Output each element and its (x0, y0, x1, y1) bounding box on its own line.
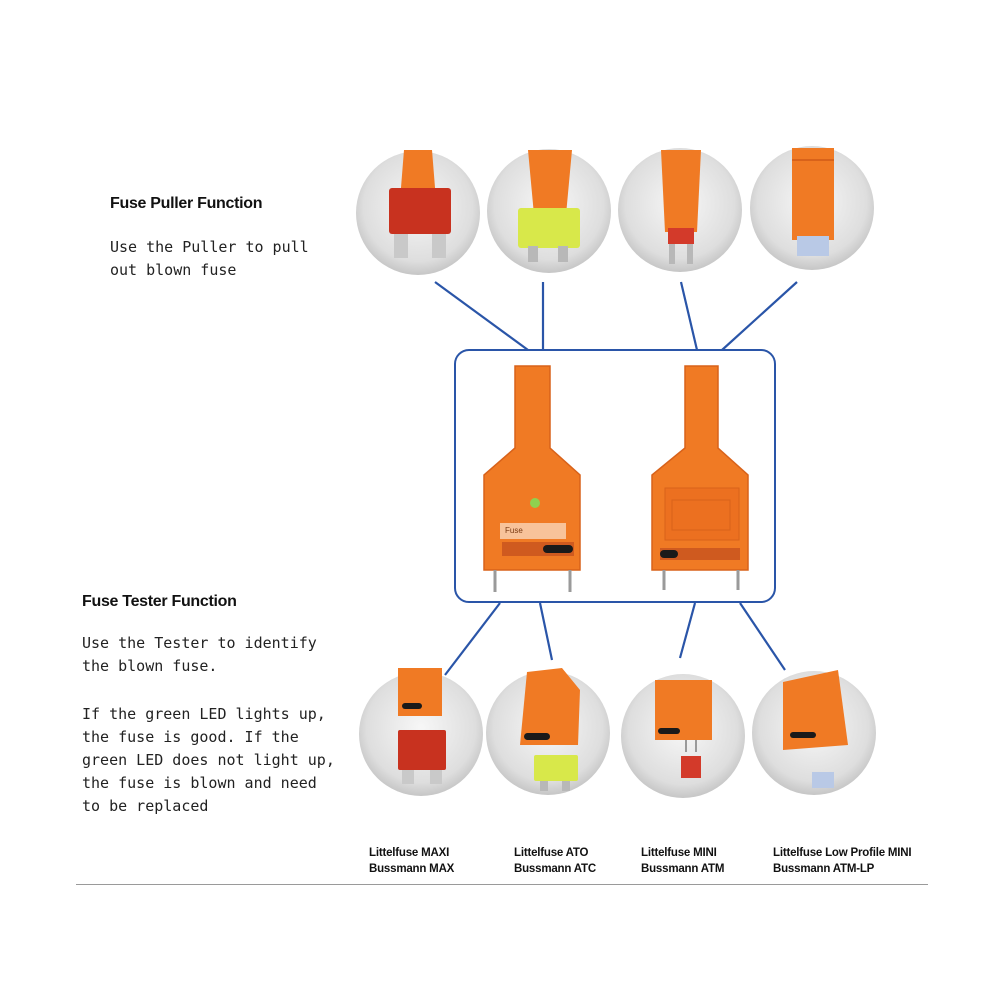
fuse-label-line2: Bussmann MAX (369, 863, 455, 875)
connector-line (444, 602, 501, 676)
fuse-label-line1: Littelfuse MAXI (369, 847, 450, 859)
fuse-label-line2: Bussmann ATC (514, 863, 596, 875)
tester-tool-back (651, 365, 749, 590)
fuse-label-line1: Littelfuse ATO (514, 847, 589, 859)
connector-line (538, 602, 554, 661)
fuse-label-line1: Littelfuse Low Profile MINI (773, 847, 912, 859)
tester-description-2: If the green LED lights up, the fuse is … (82, 705, 335, 815)
fuse-label-low-profile: Littelfuse Low Profile MINI Bussmann ATM… (773, 845, 912, 877)
connector-line (721, 281, 798, 351)
tester-tool-front (483, 365, 581, 592)
fuse-label-mini: Littelfuse MINI Bussmann ATM (641, 845, 724, 877)
puller-circle-low-profile (750, 146, 874, 270)
puller-description: Use the Puller to pull out blown fuse (110, 238, 309, 279)
tool-label: Fuse (505, 526, 523, 535)
fuse-label-maxi: Littelfuse MAXI Bussmann MAX (369, 845, 454, 877)
puller-heading: Fuse Puller Function (110, 195, 263, 212)
tester-circle-mini (621, 674, 745, 798)
puller-circle-maxi (356, 150, 480, 275)
fuse-label-line1: Littelfuse MINI (641, 847, 717, 859)
connector-line (434, 281, 529, 351)
tester-circle-low-profile (752, 670, 876, 795)
top-connector-lines (434, 281, 798, 351)
connector-line (739, 602, 786, 671)
tester-description-1: Use the Tester to identify the blown fus… (82, 634, 317, 675)
fuse-label-line2: Bussmann ATM (641, 863, 725, 875)
puller-circle-ato (487, 149, 611, 273)
fuse-label-line2: Bussmann ATM-LP (773, 863, 875, 875)
connector-line (679, 281, 699, 351)
green-led (530, 498, 540, 508)
bottom-divider (76, 884, 928, 885)
connector-line (678, 602, 697, 659)
tester-circle-ato (486, 668, 610, 795)
puller-circle-mini (618, 148, 742, 272)
tester-heading: Fuse Tester Function (82, 593, 237, 610)
tester-circle-maxi (359, 668, 483, 796)
bottom-connector-lines (444, 602, 786, 676)
fuse-label-ato: Littelfuse ATO Bussmann ATC (514, 845, 596, 877)
